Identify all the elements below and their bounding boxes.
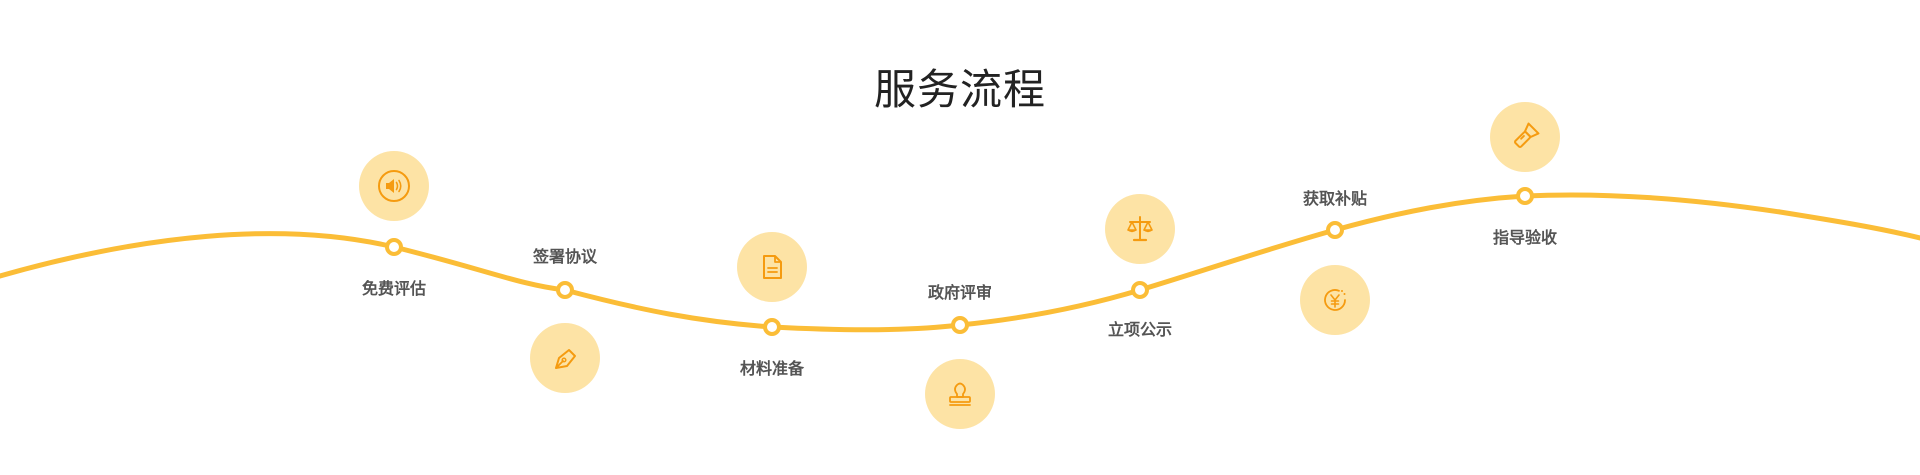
step-label: 免费评估: [361, 279, 427, 298]
flashlight-icon: [1490, 102, 1560, 172]
step-dot: [951, 316, 969, 334]
step-label: 立项公示: [1107, 320, 1173, 339]
step-label: 获取补贴: [1302, 189, 1368, 208]
step-label: 政府评审: [927, 283, 993, 302]
step-dot: [1326, 221, 1344, 239]
step-dot: [763, 318, 781, 336]
stamp-icon: [925, 359, 995, 429]
step-dot: [1131, 281, 1149, 299]
scales-icon: [1105, 194, 1175, 264]
step-label: 材料准备: [739, 359, 805, 378]
step-dot: [1516, 187, 1534, 205]
step-label: 签署协议: [532, 247, 598, 266]
document-icon: [737, 232, 807, 302]
step-label: 指导验收: [1492, 228, 1558, 247]
step-dot: [385, 238, 403, 256]
speaker-icon: [359, 151, 429, 221]
page-title: 服务流程: [873, 65, 1046, 115]
step-dot: [556, 281, 574, 299]
pen-icon: [530, 323, 600, 393]
yen-coin-icon: [1300, 265, 1370, 335]
